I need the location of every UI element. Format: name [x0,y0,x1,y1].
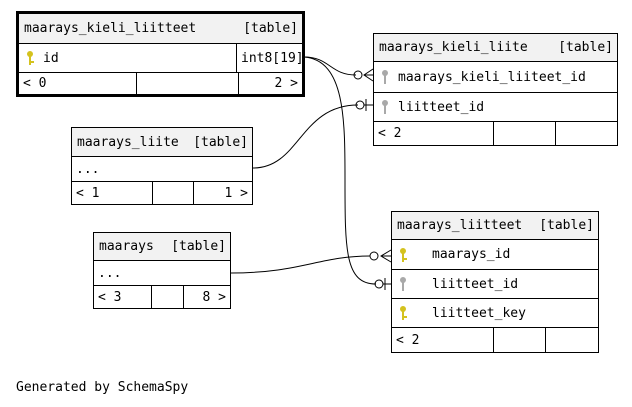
column-name: liitteet_id [398,99,485,115]
table-name: maarays_liitteet [397,218,523,233]
table-maarays-liite[interactable]: maarays_liite [table] ... < 1 1 > [71,127,253,205]
column-type: int8[19] [236,44,304,72]
link-liite-to-kieli-liite [252,104,359,169]
table-kind: [table] [171,239,226,254]
primary-key-icon [396,305,410,321]
table-name: maarays_liite [77,134,179,150]
table-row[interactable]: maarays_kieli_liiteet_id [374,62,617,93]
table-name: maarays_kieli_liitteet [24,21,197,36]
parent-count: < 3 [94,286,152,308]
table-row[interactable]: maarays_id [392,240,598,270]
link-liitteet-to-kieli-liite [303,56,357,76]
column-placeholder: ... [98,265,122,281]
table-maarays-kieli-liitteet[interactable]: maarays_kieli_liitteet [table] id int8[1… [16,11,305,97]
table-kind: [table] [193,134,248,150]
table-row[interactable]: id int8[19] [19,44,304,73]
table-kind: [table] [558,40,613,55]
table-header: maarays_liite [table] [72,128,252,157]
link-crowfoot [380,249,392,263]
column-name: maarays_kieli_liiteet_id [398,69,586,85]
column-name: liitteet_id [432,276,519,292]
link-maarays-to-liitteet [230,255,371,274]
child-count: 2 > [274,76,298,91]
child-count: 1 > [224,185,248,201]
table-row: ... [94,261,230,286]
primary-key-icon [396,247,410,263]
table-footer: < 1 1 > [72,182,252,204]
table-row[interactable]: liitteet_key [392,299,598,328]
table-row[interactable]: liitteet_id [374,93,617,122]
link-end-circle [374,279,384,289]
column-name: maarays_id [432,247,511,262]
table-header: maarays [table] [94,233,230,261]
parent-count: < 2 [392,328,494,352]
primary-key-icon [23,50,37,66]
parent-count: < 1 [72,182,153,204]
table-footer: < 2 [374,122,617,145]
generated-by-text: Generated by SchemaSpy [16,380,189,395]
child-count: 8 > [202,289,226,305]
table-maarays-liitteet[interactable]: maarays_liitteet [table] maarays_id liit… [391,211,599,353]
column-placeholder: ... [76,161,100,177]
table-kind: [table] [539,218,594,233]
table-footer: < 0 2 > [19,73,302,94]
table-name: maarays [99,239,154,254]
column-name: id [43,50,59,66]
link-end-circle [353,70,363,80]
foreign-key-icon [396,276,410,292]
link-crowfoot [363,68,374,82]
parent-count: < 0 [19,73,137,94]
table-header: maarays_kieli_liitteet [table] [19,14,302,44]
table-row: ... [72,157,252,182]
table-header: maarays_liitteet [table] [392,212,598,240]
link-bar [383,278,391,290]
table-name: maarays_kieli_liite [379,40,528,55]
table-row[interactable]: liitteet_id [392,270,598,299]
parent-count: < 2 [374,122,494,145]
table-footer: < 3 8 > [94,286,230,308]
table-maarays-kieli-liite[interactable]: maarays_kieli_liite [table] maarays_kiel… [373,33,618,146]
foreign-key-icon [378,69,392,85]
link-bar [364,99,373,111]
table-header: maarays_kieli_liite [table] [374,34,617,62]
link-end-circle [369,251,379,261]
table-kind: [table] [243,21,298,36]
foreign-key-icon [378,99,392,115]
column-name: liitteet_key [432,305,526,321]
table-footer: < 2 [392,328,598,352]
table-maarays[interactable]: maarays [table] ... < 3 8 > [93,232,231,309]
link-kieli-liitteet-to-liitteet [303,56,377,285]
